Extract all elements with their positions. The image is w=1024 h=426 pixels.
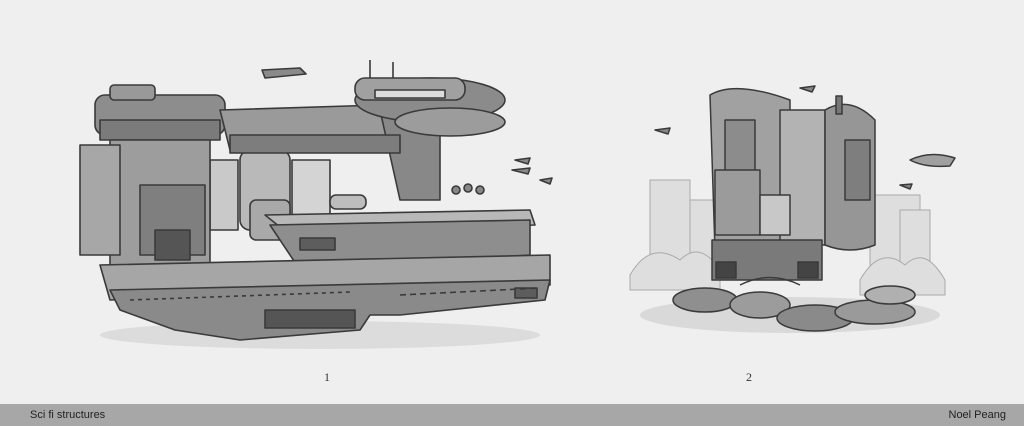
concept-sheet (79, 60, 956, 349)
footer-bar: Sci fi structures Noel Peang (0, 404, 1024, 426)
author-name: Noel Peang (948, 409, 1007, 421)
sketch-1-number: 1 (324, 370, 330, 384)
sketch-1-industrial-structure (79, 60, 553, 349)
sketch-2-tower-structure (629, 85, 956, 333)
sheet-title: Sci fi structures (30, 409, 106, 421)
sketch-2-number: 2 (746, 370, 752, 384)
